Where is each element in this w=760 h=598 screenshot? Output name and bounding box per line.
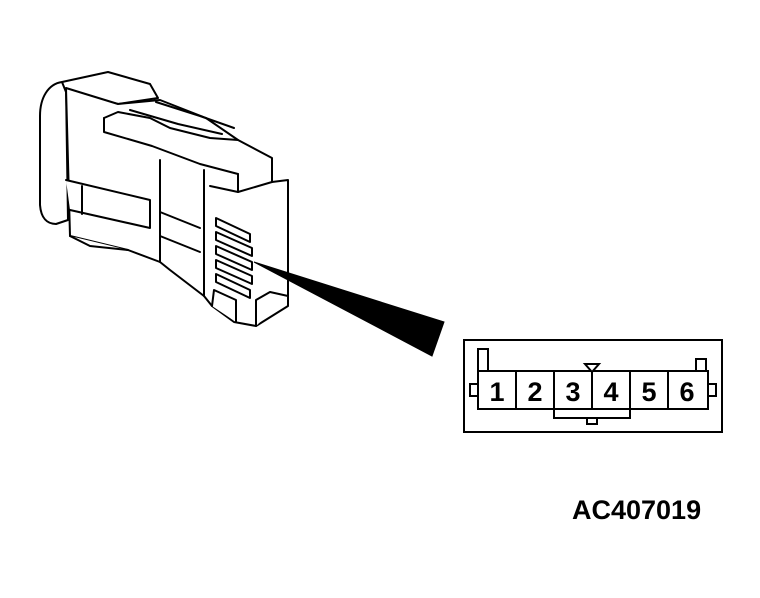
terminal-slot [215, 259, 253, 285]
pin-label: 3 [565, 377, 580, 407]
connector-illustration [39, 71, 289, 327]
connector-rear-latch [39, 81, 69, 225]
pin-label: 1 [489, 377, 504, 407]
pinout-box [463, 339, 723, 433]
callout-pointer [253, 261, 445, 357]
pinout-frame [463, 339, 723, 433]
pin-label: 2 [527, 377, 542, 407]
lock-triangle [582, 363, 602, 374]
pin-label: 5 [641, 377, 656, 407]
left-side-tab [469, 383, 479, 397]
right-post [695, 358, 707, 372]
pin-label: 4 [603, 377, 618, 407]
terminal-slot [215, 217, 251, 243]
pin-label: 6 [679, 377, 694, 407]
left-post [477, 348, 489, 372]
bottom-key [586, 417, 598, 425]
bottom-key-bracket [553, 409, 631, 419]
terminal-slot [215, 245, 253, 271]
figure-code: AC407019 [572, 495, 702, 525]
terminal-slots [215, 217, 253, 299]
right-side-tab [707, 383, 717, 397]
terminal-slot [215, 273, 251, 299]
terminal-slot [215, 231, 253, 257]
pin-labels: 1 2 3 4 5 6 [489, 377, 694, 407]
